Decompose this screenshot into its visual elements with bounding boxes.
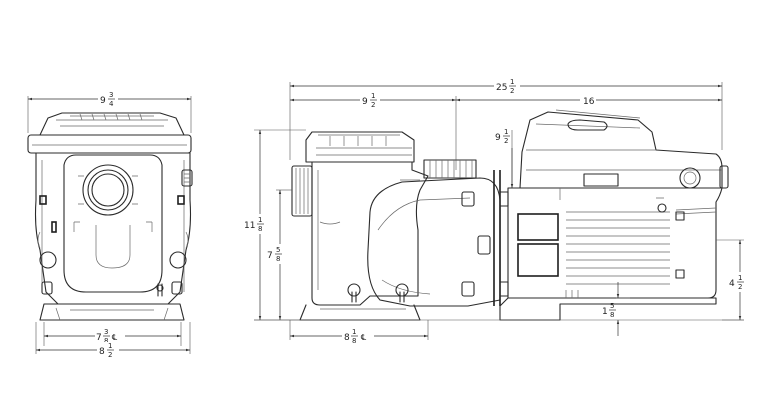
side-dimensions: 25 1 2 9 1 2 16 9 1 2: [243, 77, 748, 345]
dim-foot-height: 1 5 8: [602, 302, 616, 319]
front-body: [34, 152, 192, 305]
svg-text:9: 9: [362, 97, 368, 107]
dim-front-foot-outer: 8 1 2: [99, 342, 114, 359]
svg-text:8: 8: [352, 337, 356, 345]
front-inlet-port: [82, 164, 134, 216]
side-discharge-port: [423, 159, 477, 179]
svg-text:9: 9: [495, 133, 501, 143]
svg-text:5: 5: [276, 246, 280, 254]
svg-text:4: 4: [109, 100, 114, 108]
front-housing: [63, 154, 163, 293]
svg-text:1: 1: [258, 216, 262, 224]
dim-front-width: 9 3 4: [100, 91, 115, 108]
front-dimensions: 9 3 4 7 3 8 ℄ 8 1 2: [27, 90, 192, 359]
front-view: [27, 112, 193, 321]
side-pot-lid: [305, 131, 415, 163]
svg-text:2: 2: [371, 101, 375, 109]
svg-text:1: 1: [504, 128, 508, 136]
svg-text:9: 9: [100, 96, 106, 106]
side-controller: [519, 111, 723, 189]
side-volute: [367, 177, 501, 307]
svg-text:8: 8: [344, 333, 350, 343]
svg-text:4: 4: [729, 279, 735, 289]
dim-union-length: 9 1 2: [495, 128, 510, 145]
svg-text:8: 8: [104, 337, 108, 345]
side-control-knob: [679, 167, 701, 189]
svg-text:3: 3: [104, 328, 108, 336]
svg-text:1: 1: [352, 328, 356, 336]
svg-text:3: 3: [109, 91, 113, 99]
svg-text:7: 7: [96, 333, 102, 343]
dim-front-foot-inner: 7 3 8 ℄: [96, 328, 118, 345]
svg-text:℄: ℄: [361, 333, 367, 342]
svg-text:1: 1: [510, 78, 514, 86]
svg-text:8: 8: [276, 255, 280, 263]
side-pot-body: [311, 161, 429, 306]
dim-motor-foot-height: 4 1 2: [729, 274, 744, 291]
svg-text:1: 1: [738, 274, 742, 282]
svg-text:8: 8: [99, 347, 105, 357]
svg-text:11: 11: [244, 221, 255, 231]
svg-text:1: 1: [602, 307, 608, 317]
side-cooling-fins: [566, 211, 670, 285]
side-view: [291, 109, 729, 321]
svg-text:2: 2: [510, 87, 514, 95]
svg-text:7: 7: [267, 251, 273, 261]
svg-text:℄: ℄: [112, 333, 118, 342]
dim-total-height: 11 1 8: [244, 216, 264, 233]
dim-centerline-offset: 8 1 8 ℄: [344, 328, 367, 345]
svg-text:2: 2: [738, 283, 742, 291]
side-inlet-port: [291, 165, 313, 217]
dim-motor-length: 16: [583, 97, 595, 107]
svg-text:8: 8: [258, 225, 262, 233]
svg-text:8: 8: [610, 311, 614, 319]
side-motor-body: [507, 187, 723, 299]
dim-total-length: 25 1 2: [496, 78, 516, 95]
svg-text:2: 2: [504, 137, 508, 145]
dim-pot-length: 9 1 2: [362, 92, 377, 109]
svg-text:2: 2: [108, 351, 112, 359]
svg-text:5: 5: [610, 302, 614, 310]
dim-inlet-height: 7 5 8: [267, 246, 282, 263]
svg-text:1: 1: [108, 342, 112, 350]
svg-text:1: 1: [371, 92, 375, 100]
front-base-foot: [39, 303, 185, 321]
svg-text:25: 25: [496, 83, 507, 93]
